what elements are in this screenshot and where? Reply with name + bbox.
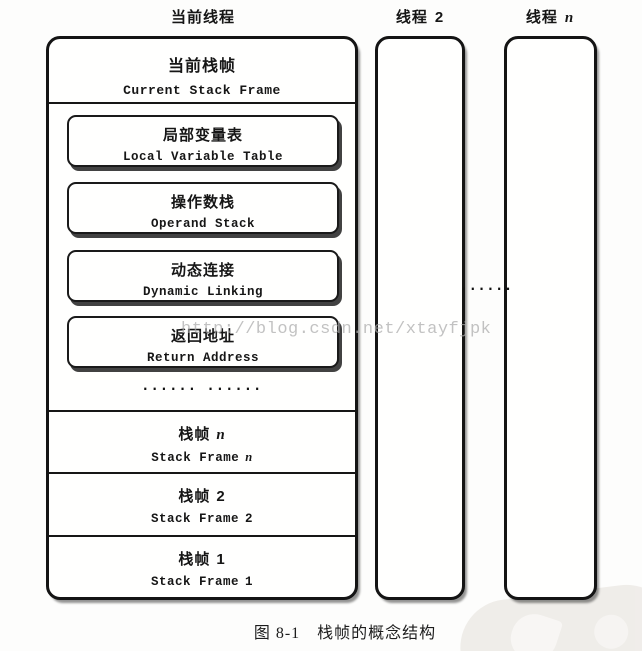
dynamic-linking-label-en: Dynamic Linking (142, 285, 264, 299)
stack-frame-1-label-zh: 栈帧 (178, 551, 211, 568)
thread-2-label-text: 线程 (395, 9, 428, 26)
dynamic-linking-label-zh: 动态连接 (170, 262, 235, 279)
local-variable-table-label-en: Local Variable Table (122, 150, 284, 164)
thread-n-label-text: 线程 (525, 9, 558, 26)
operand-stack-label-en: Operand Stack (150, 217, 256, 231)
local-variable-table-label-zh: 局部变量表 (162, 127, 243, 144)
stack-frame-2-number-en: 2 (245, 512, 254, 526)
stack-frame-1-number-en: 1 (245, 575, 254, 589)
stack-ellipsis: ...... ...... (141, 379, 263, 394)
threads-ellipsis: ...... (460, 279, 513, 294)
stack-frame-2-number-zh: 2 (216, 488, 226, 505)
stack-frame-2-section: 栈帧 2 Stack Frame 2 (49, 472, 355, 535)
operand-stack-label-zh: 操作数栈 (170, 194, 235, 211)
current-stack-frame-section: 当前栈帧 Current Stack Frame (49, 39, 355, 104)
thread-2-label-number: 2 (434, 9, 445, 26)
current-stack-frame-title-en: Current Stack Frame (123, 83, 281, 98)
dynamic-linking-box: 动态连接 Dynamic Linking (67, 250, 339, 302)
stack-frame-n-number-zh: n (216, 427, 226, 443)
operand-stack-box: 操作数栈 Operand Stack (67, 182, 339, 234)
thread-n-label: 线程 n (502, 8, 598, 28)
stack-frame-1-section: 栈帧 1 Stack Frame 1 (49, 535, 355, 597)
current-stack-frame-title-zh: 当前栈帧 (167, 58, 236, 75)
stack-frame-n-label-en: Stack Frame (151, 451, 240, 465)
figure-caption: 图 8-1 栈帧的概念结构 (253, 625, 437, 642)
thread-n-label-number: n (564, 10, 575, 26)
stack-frame-n-number-en: n (245, 450, 253, 464)
local-variable-table-box: 局部变量表 Local Variable Table (67, 115, 339, 167)
stack-frame-n-label-zh: 栈帧 (178, 426, 211, 443)
current-thread-stack-box: 当前栈帧 Current Stack Frame 局部变量表 Local Var… (46, 36, 358, 600)
stack-frame-n-section: 栈帧 n Stack Frame n (49, 410, 355, 472)
return-address-box: 返回地址 Return Address (67, 316, 339, 368)
thread-2-label: 线程 2 (372, 8, 468, 28)
current-thread-label: 当前线程 (170, 9, 235, 26)
thread-n-stack-box (504, 36, 597, 600)
thread-2-stack-box (375, 36, 465, 600)
stack-frame-1-number-zh: 1 (216, 551, 226, 568)
url-watermark: http://blog.csdn.net/xtayfjpk (181, 320, 492, 339)
stack-frame-1-label-en: Stack Frame (150, 575, 239, 589)
return-address-label-zh: 返回地址 (170, 328, 235, 345)
return-address-label-en: Return Address (146, 351, 260, 365)
stack-frame-2-label-zh: 栈帧 (178, 488, 211, 505)
stack-frame-2-label-en: Stack Frame (150, 512, 239, 526)
